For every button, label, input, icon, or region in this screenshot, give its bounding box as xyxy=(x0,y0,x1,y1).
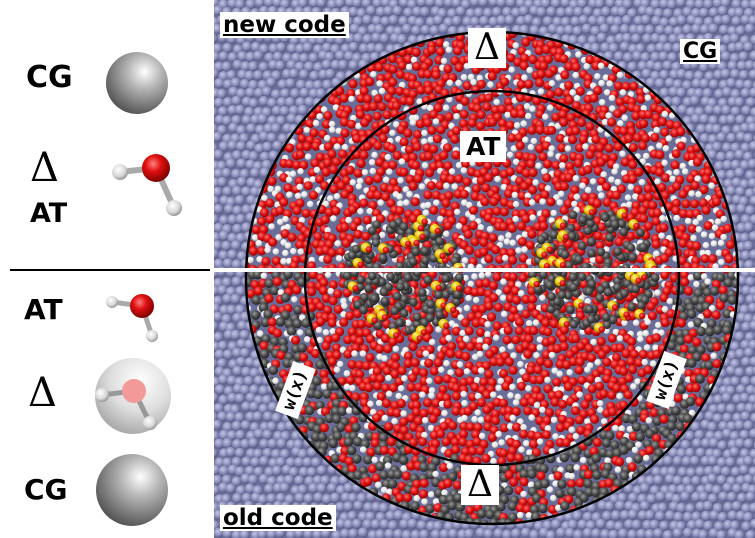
legend-panel: CG Δ AT AT xyxy=(0,0,214,538)
new-code-label: new code xyxy=(220,12,349,38)
hybrid-molecule-icon xyxy=(95,358,171,434)
cg-sphere-large-icon xyxy=(96,454,168,526)
legend-at-label-bottom: AT xyxy=(24,293,63,326)
cg-sphere-icon xyxy=(106,52,168,114)
legend-divider xyxy=(10,269,210,271)
delta-region-top-label: Δ xyxy=(468,28,506,68)
water-molecule-icon xyxy=(112,154,182,216)
water-molecule-small-icon xyxy=(106,294,158,342)
legend-cg-label-top: CG xyxy=(26,60,73,95)
legend-at-label-top: AT xyxy=(30,198,68,229)
old-code-label: old code xyxy=(220,505,336,531)
simulation-snapshot: new code Δ CG AT w(x) w(x) Δ old code xyxy=(214,0,755,538)
legend-delta-label-bottom: Δ xyxy=(28,370,57,416)
legend-cg-label-bottom: CG xyxy=(24,473,68,506)
legend-delta-label-top: Δ xyxy=(30,145,59,191)
delta-region-bottom-label: Δ xyxy=(461,465,499,505)
cg-region-label: CG xyxy=(680,39,721,64)
molecular-rendering xyxy=(214,0,755,538)
at-region-label: AT xyxy=(460,131,507,162)
